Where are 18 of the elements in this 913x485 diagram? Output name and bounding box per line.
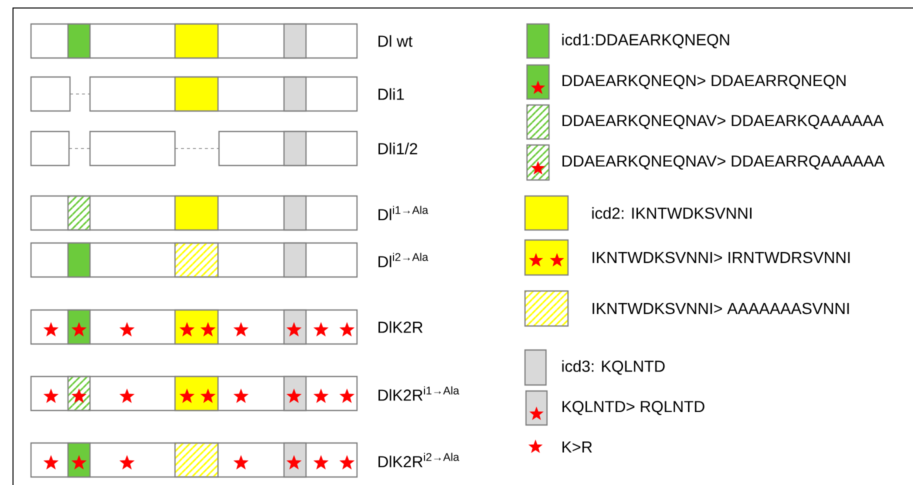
- legend-text: icd2: IKNTWDKSVNNI: [592, 207, 752, 219]
- legend-text: DDAEARKQNEQNAV> DDAEARKQAAAAAA: [562, 114, 884, 130]
- construct-label: DlK2R: [378, 321, 423, 333]
- legend-text: IKNTWDKSVNNI> IRNTWDRSVNNI: [592, 252, 850, 264]
- legend-text: IKNTWDKSVNNI> AAAAAAASVNNI: [592, 302, 849, 314]
- construct-label: Dl$^{i1→Ala}$: [378, 206, 428, 220]
- construct-label: Dli1/2: [378, 142, 418, 154]
- construct-label: DlK2R$^{i1→Ala}$: [378, 386, 460, 401]
- construct-label: Dl$^{i2→Ala}$: [378, 252, 428, 268]
- construct-label: DlK2R$^{i2→Ala}$: [378, 452, 460, 468]
- legend-text: icd3: KQLNTD: [562, 360, 665, 375]
- legend-text: KQLNTD> RQLNTD: [562, 400, 704, 416]
- construct-label: Dl wt: [378, 35, 412, 47]
- legend-text: K>R: [562, 442, 592, 452]
- legend-text: icd1:DDAEARKQNEQN: [562, 34, 730, 48]
- legend-text: DDAEARKQNEQN> DDAEARRQNEQN: [562, 74, 846, 90]
- legend-text: DDAEARKQNEQNAV> DDAEARRQAAAAAA: [562, 155, 885, 170]
- construct-label: Dli1: [378, 88, 404, 100]
